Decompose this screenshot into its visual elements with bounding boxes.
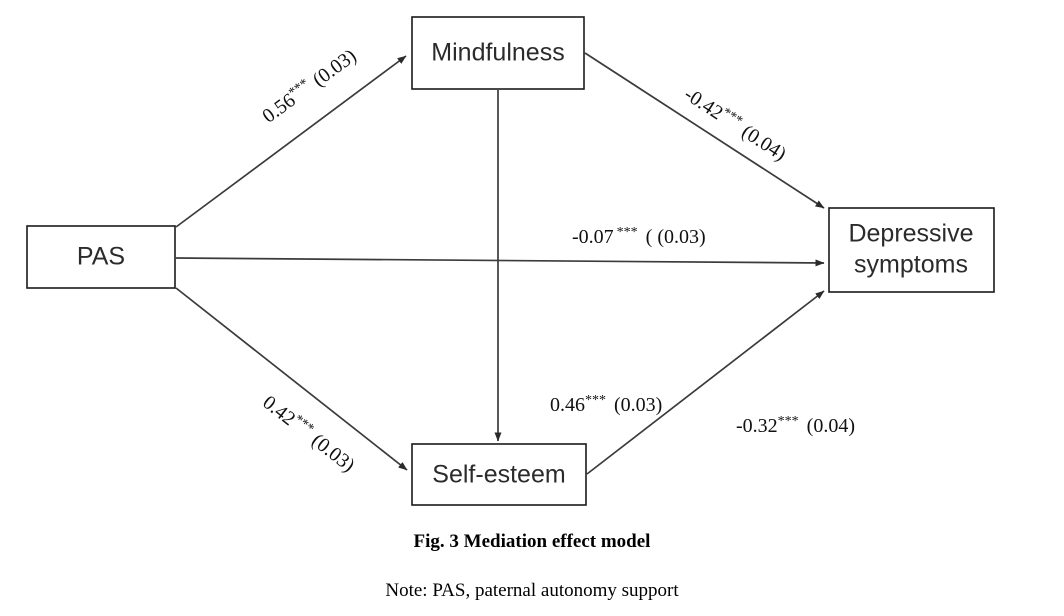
edge-stars-self-esteem-depressive: ***	[778, 414, 799, 429]
svg-text:0.46***(0.03): 0.46*** (0.03)	[505, 393, 697, 417]
edge-label-pas-to-depressive: -0.07*** ( (0.03)	[527, 225, 741, 249]
edge-se-pas-mindfulness: (0.03)	[309, 45, 361, 91]
node-label-mindfulness: Mindfulness	[431, 39, 564, 67]
edge-coef-mindfulness-self-esteem: 0.46	[550, 394, 585, 416]
edge-pas-to-mindfulness	[175, 55, 407, 228]
svg-text:-0.42***(0.04): -0.42***(0.04)	[642, 57, 820, 184]
edge-coef-pas-depressive: -0.07	[572, 226, 614, 248]
edge-label-mindfulness-to-depressive: -0.42***(0.04)	[642, 57, 820, 184]
node-label-depressive-line2: symptoms	[854, 251, 968, 279]
svg-text:0.42***(0.03): 0.42***(0.03)	[223, 362, 387, 498]
edge-mindfulness-to-depressive	[584, 52, 825, 209]
svg-text:-0.07***( (0.03): -0.07*** ( (0.03)	[527, 225, 741, 249]
edge-pas-to-depressive	[175, 257, 825, 267]
node-box-depressive-symptoms[interactable]	[828, 207, 995, 293]
edge-label-pas-to-self-esteem: 0.42***(0.03)	[223, 362, 387, 498]
edge-se-self-esteem-depressive: (0.04)	[807, 415, 855, 437]
edge-se-mindfulness-self-esteem: (0.03)	[614, 394, 662, 416]
svg-text:-0.32***(0.04): -0.32*** (0.04)	[691, 414, 890, 438]
edge-label-self-esteem-to-depressive: -0.32*** (0.04)	[691, 414, 890, 438]
edge-se-pas-self-esteem: (0.03)	[307, 429, 359, 476]
node-label-pas: PAS	[77, 243, 125, 271]
edge-label-pas-to-mindfulness: 0.56***(0.03)	[221, 23, 389, 154]
edge-coef-self-esteem-depressive: -0.32	[736, 415, 778, 437]
node-box-pas[interactable]	[26, 225, 176, 289]
edge-self-esteem-to-depressive	[586, 290, 825, 475]
figure-caption: Fig. 3 Mediation effect model	[413, 531, 651, 552]
edge-label-mindfulness-to-self-esteem: 0.46*** (0.03)	[505, 393, 697, 417]
figure-note: Note: PAS, paternal autonomy support	[385, 580, 679, 601]
svg-text:0.56***(0.03): 0.56***(0.03)	[221, 23, 389, 154]
edge-stars-pas-depressive: ***	[617, 225, 638, 240]
edge-se-pas-depressive: ( (0.03)	[646, 226, 706, 248]
edge-se-mindfulness-depressive: (0.04)	[738, 121, 791, 166]
node-label-depressive-line1: Depressive	[848, 220, 973, 248]
edge-pas-to-self-esteem	[175, 287, 408, 471]
node-label-self-esteem: Self-esteem	[432, 461, 565, 489]
node-box-self-esteem[interactable]	[411, 443, 587, 506]
node-box-mindfulness[interactable]	[411, 16, 585, 90]
edge-stars-mindfulness-self-esteem: ***	[585, 393, 606, 408]
